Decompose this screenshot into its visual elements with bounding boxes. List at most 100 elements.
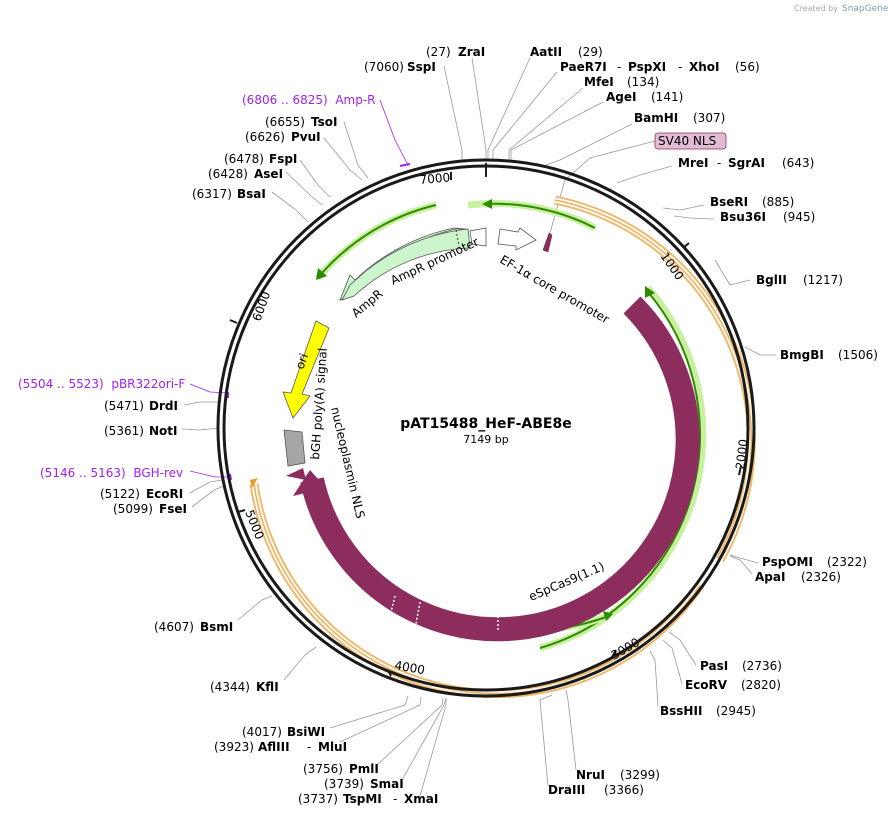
leader-line xyxy=(283,646,317,681)
site-name[interactable]: BsmI xyxy=(200,620,233,634)
site-name[interactable]: MreI xyxy=(678,156,708,170)
site-name[interactable]: FseI xyxy=(159,502,187,516)
site-name[interactable]: BseRI xyxy=(710,195,748,209)
primer-label-bgh[interactable]: (5146 .. 5163) BGH-rev xyxy=(40,466,183,480)
site-name[interactable]: BsaI xyxy=(237,187,266,201)
site-name[interactable]: PvuI xyxy=(291,130,321,144)
ampr-promoter-arrow xyxy=(469,227,487,247)
site-name[interactable]: TspMI xyxy=(343,792,382,806)
primer-label-ampr[interactable]: (6806 .. 6825) Amp-R xyxy=(242,93,376,107)
site-name[interactable]: TsoI xyxy=(311,115,337,129)
sv40-nls-label-bg xyxy=(654,132,727,150)
green-arrow-left xyxy=(321,204,437,274)
primer-marks xyxy=(227,163,411,481)
leader-line xyxy=(443,65,463,161)
site-name[interactable]: NotI xyxy=(149,424,178,438)
site-name[interactable]: BglII xyxy=(756,273,787,287)
site-separator: - xyxy=(717,156,721,170)
leader-line xyxy=(487,57,531,160)
site-name[interactable]: KflI xyxy=(256,680,279,694)
site-pos: (3923) xyxy=(214,740,254,754)
site-name[interactable]: BssHII xyxy=(660,704,702,718)
ef1a-promoter-arrow xyxy=(497,227,537,251)
leader-line xyxy=(565,689,577,771)
ori-label: ori xyxy=(293,352,311,371)
primer-label-pbr[interactable]: (5504 .. 5523) pBR322ori-F xyxy=(18,377,185,391)
site-name[interactable]: PasI xyxy=(700,659,728,673)
site-leader-lines xyxy=(181,57,776,797)
site-name[interactable]: SgrAI xyxy=(728,156,765,170)
site-pos: (27) xyxy=(426,45,451,59)
leader-line xyxy=(181,427,220,431)
site-name[interactable]: XmaI xyxy=(404,792,438,806)
site-name[interactable]: PspOMI xyxy=(762,555,813,569)
site-name[interactable]: Bsu36I xyxy=(720,210,766,224)
restriction-sites: (27) ZraI (7060) SspI AatII (29) PaeR7I … xyxy=(100,45,878,806)
site-name[interactable]: ApaI xyxy=(755,570,785,584)
site-pos: (6626) xyxy=(245,130,285,144)
site-name[interactable]: NruI xyxy=(576,768,605,782)
ampr-body xyxy=(341,228,471,301)
tick-3000 xyxy=(611,649,617,658)
site-name[interactable]: PaeR7I xyxy=(560,60,607,74)
site-name[interactable]: XhoI xyxy=(689,60,720,74)
tick-1000 xyxy=(682,242,690,249)
site-name[interactable]: EcoRI xyxy=(146,487,183,501)
site-name[interactable]: MfeI xyxy=(584,75,614,89)
site-pos: (5471) xyxy=(104,399,144,413)
site-pos: (3299) xyxy=(620,768,660,782)
site-name[interactable]: SmaI xyxy=(370,777,404,791)
site-name[interactable]: BsiWI xyxy=(287,725,325,739)
sv40-nls-arrow xyxy=(542,232,553,253)
leader-line xyxy=(729,554,759,564)
leader-line xyxy=(419,698,447,797)
site-pos: (7060) xyxy=(364,60,404,74)
site-name[interactable]: MluI xyxy=(318,740,347,754)
leader-line xyxy=(510,101,604,161)
site-pos: (3756) xyxy=(303,762,343,776)
site-pos: (29) xyxy=(578,45,603,59)
site-name[interactable]: FspI xyxy=(269,152,297,166)
site-pos: (4017) xyxy=(242,725,282,739)
leader-line xyxy=(285,171,323,206)
orange-feature-arc-1 xyxy=(554,195,756,563)
leader-line xyxy=(673,215,715,220)
primer-mark-bgh xyxy=(229,473,232,481)
site-pos: (56) xyxy=(735,60,760,74)
tick-label-7000: 7000 xyxy=(419,170,451,187)
site-name[interactable]: SspI xyxy=(407,60,436,74)
site-separator: - xyxy=(678,60,682,74)
leader-line xyxy=(649,650,659,707)
site-name[interactable]: AgeI xyxy=(606,90,636,104)
green-arrow-top xyxy=(483,202,596,229)
site-name[interactable]: BamHI xyxy=(634,111,678,125)
leader-line xyxy=(189,479,224,494)
site-name[interactable]: DraIII xyxy=(548,783,585,797)
green-arrowhead-top xyxy=(482,199,492,209)
site-name[interactable]: PspXI xyxy=(628,60,666,74)
ef1a-label: EF-1α core promoter xyxy=(498,252,612,326)
site-name[interactable]: BmgBI xyxy=(780,348,824,362)
site-name[interactable]: AatII xyxy=(530,45,562,59)
site-pos: (4607) xyxy=(154,620,194,634)
site-pos: (6478) xyxy=(224,152,264,166)
site-name[interactable]: PmlI xyxy=(349,762,379,776)
site-pos: (2945) xyxy=(716,704,756,718)
site-name[interactable]: EcoRV xyxy=(685,678,728,692)
site-name[interactable]: ZraI xyxy=(458,45,485,59)
cas9-arc xyxy=(300,296,700,642)
leader-line xyxy=(508,87,584,161)
site-name[interactable]: DrdI xyxy=(149,399,178,413)
orange-arrowhead-1 xyxy=(250,478,258,488)
leader-line xyxy=(662,639,683,685)
site-pos: (3737) xyxy=(298,792,338,806)
leader-line xyxy=(329,695,409,729)
leader-line xyxy=(237,595,273,621)
leader-line xyxy=(729,555,753,575)
leader-line xyxy=(744,346,776,356)
site-name[interactable]: AseI xyxy=(254,167,283,181)
leader-line xyxy=(662,204,705,211)
site-name[interactable]: AflIII xyxy=(258,740,290,754)
leader-line xyxy=(401,697,447,781)
